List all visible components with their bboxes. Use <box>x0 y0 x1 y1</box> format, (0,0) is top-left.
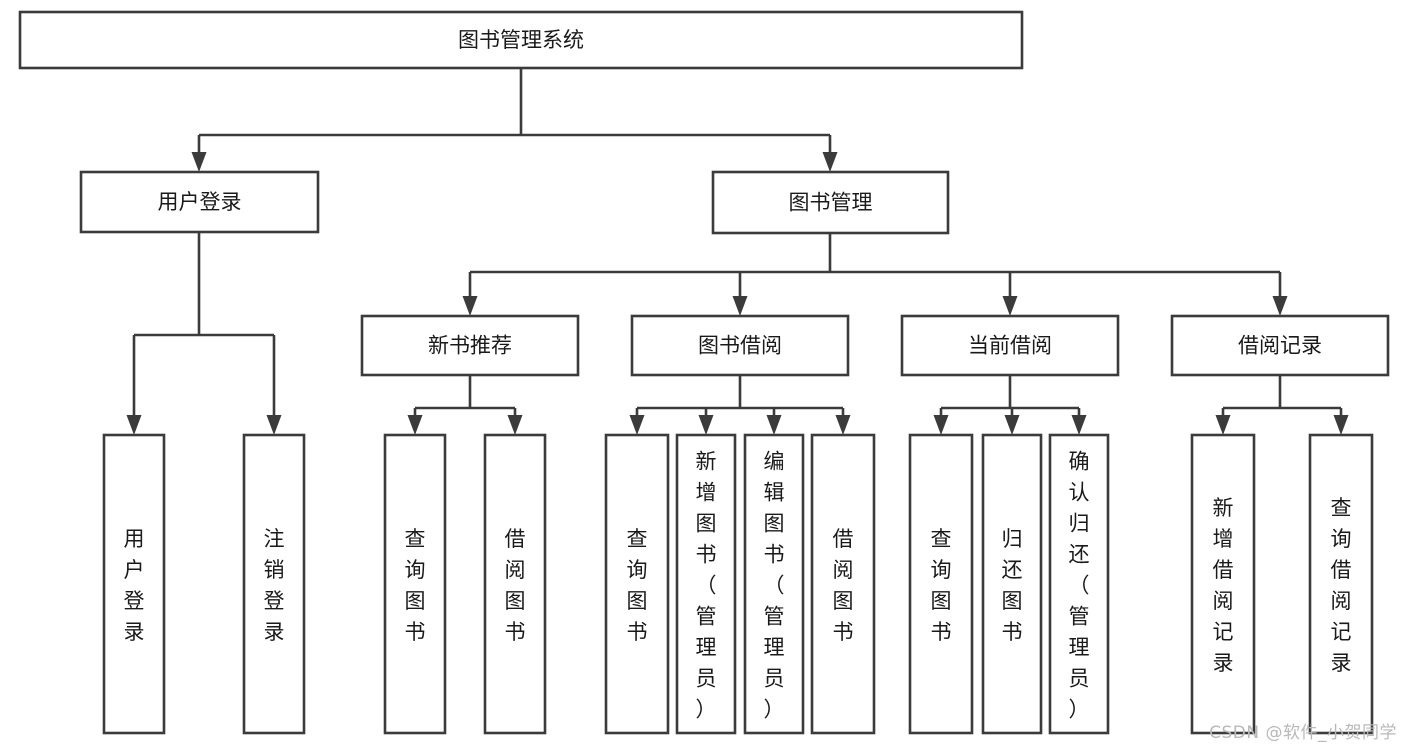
node-box-leaf-user-login[interactable] <box>102 433 166 735</box>
csdn-watermark: CSDN @软件_小贺同学 <box>1209 723 1397 743</box>
book-manage-drop-0-arrow-icon <box>462 296 478 316</box>
nodes-layer: 图书管理系统用户登录图书管理新书推荐图书借阅当前借阅借阅记录用户登录注销登录查询… <box>18 10 1390 735</box>
node-label-borrow-record: 借阅记录 <box>1238 334 1322 358</box>
node-label-leaf-query-book-recommend: 查询图书 <box>405 527 426 644</box>
node-box-leaf-query-book-recommend[interactable] <box>383 433 447 735</box>
root-drop-1-arrow-icon <box>822 152 838 172</box>
connectors-layer <box>126 68 1349 435</box>
book-borrow-drop-3-arrow-icon <box>835 415 851 435</box>
node-box-user-login[interactable] <box>79 170 320 234</box>
node-label-leaf-borrow-book-recommend: 借阅图书 <box>505 527 526 644</box>
borrow-record-drop-1-arrow-icon <box>1333 415 1349 435</box>
node-box-leaf-edit-book-admin[interactable] <box>743 433 805 735</box>
new-book-recommend-drop-1-arrow-icon <box>507 415 523 435</box>
node-label-user-login: 用户登录 <box>158 190 242 214</box>
user-login-drop-1-arrow-icon <box>266 415 282 435</box>
current-borrow-drop-1-arrow-icon <box>1004 415 1020 435</box>
node-box-leaf-logout[interactable] <box>242 433 306 735</box>
node-label-leaf-logout: 注销登录 <box>264 527 285 644</box>
node-box-book-manage[interactable] <box>711 170 950 235</box>
new-book-recommend-drop-0-arrow-icon <box>407 415 423 435</box>
node-label-leaf-add-borrow-record: 新增借阅记录 <box>1213 496 1234 675</box>
node-label-leaf-query-borrow-record: 查询借阅记录 <box>1331 496 1352 675</box>
node-label-book-manage: 图书管理 <box>789 191 873 215</box>
book-borrow-drop-2-arrow-icon <box>766 415 782 435</box>
node-label-book-borrow: 图书借阅 <box>698 334 782 358</box>
node-box-leaf-add-book-admin[interactable] <box>675 433 737 735</box>
node-box-leaf-add-borrow-record[interactable] <box>1190 433 1256 735</box>
node-box-borrow-record[interactable] <box>1170 314 1390 377</box>
node-box-new-book-recommend[interactable] <box>360 314 580 377</box>
root-drop-0-arrow-icon <box>191 152 207 172</box>
user-login-drop-0-arrow-icon <box>126 415 142 435</box>
book-borrow-drop-1-arrow-icon <box>698 415 714 435</box>
current-borrow-drop-2-arrow-icon <box>1071 415 1087 435</box>
book-borrow-drop-0-arrow-icon <box>629 415 645 435</box>
node-label-current-borrow: 当前借阅 <box>968 334 1052 358</box>
borrow-record-drop-0-arrow-icon <box>1215 415 1231 435</box>
node-label-root: 图书管理系统 <box>458 28 584 52</box>
node-box-leaf-borrow-book-recommend[interactable] <box>483 433 547 735</box>
node-box-leaf-query-book-borrow[interactable] <box>604 433 670 735</box>
node-box-leaf-query-book-current[interactable] <box>908 433 974 735</box>
book-manage-drop-2-arrow-icon <box>1002 296 1018 316</box>
node-label-leaf-return-book: 归还图书 <box>1002 527 1023 644</box>
node-box-leaf-borrow-book[interactable] <box>810 433 876 735</box>
book-manage-drop-3-arrow-icon <box>1272 296 1288 316</box>
node-label-leaf-user-login: 用户登录 <box>124 527 145 644</box>
node-box-leaf-return-book[interactable] <box>981 433 1043 735</box>
node-box-book-borrow[interactable] <box>630 314 850 377</box>
node-box-current-borrow[interactable] <box>900 314 1120 377</box>
node-label-leaf-add-book-admin: 新增图书（管理员） <box>696 450 717 722</box>
node-label-leaf-borrow-book: 借阅图书 <box>833 527 854 644</box>
current-borrow-drop-0-arrow-icon <box>933 415 949 435</box>
node-box-root[interactable] <box>18 10 1024 70</box>
node-label-leaf-edit-book-admin: 编辑图书（管理员） <box>764 450 785 722</box>
node-box-leaf-query-borrow-record[interactable] <box>1308 433 1374 735</box>
node-label-new-book-recommend: 新书推荐 <box>428 334 512 358</box>
node-label-leaf-query-book-current: 查询图书 <box>931 527 952 644</box>
node-label-leaf-confirm-return-admin: 确认归还（管理员） <box>1069 450 1090 722</box>
node-box-leaf-confirm-return-admin[interactable] <box>1048 433 1110 735</box>
book-manage-drop-1-arrow-icon <box>732 296 748 316</box>
node-label-leaf-query-book-borrow: 查询图书 <box>627 527 648 644</box>
